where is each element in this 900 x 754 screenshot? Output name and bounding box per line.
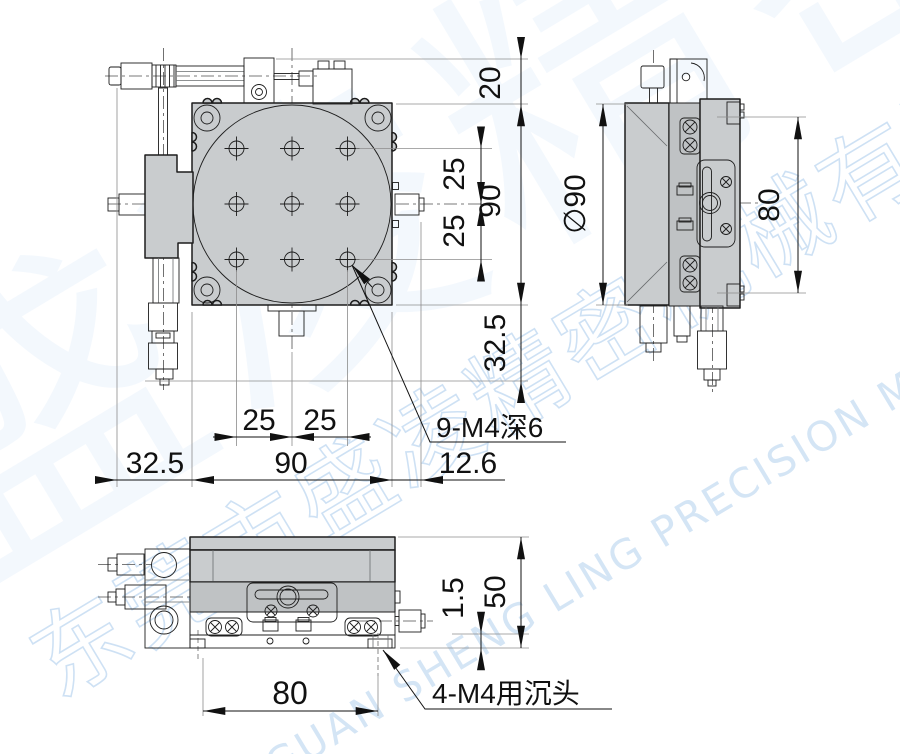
top-micrometer <box>108 57 353 156</box>
dim-12-6-label: 12.6 <box>439 447 497 480</box>
dim-chain-bottom: 32.5 90 12.6 <box>94 447 505 484</box>
dim-90-vertical-label: 90 <box>474 184 507 217</box>
dim-80-side-label: 80 <box>753 188 786 221</box>
dim-20-label: 20 <box>474 66 507 99</box>
front-right-knob <box>394 609 426 633</box>
dim-25-row-lower-label: 25 <box>438 214 471 247</box>
tapped-holes-grid <box>224 136 360 272</box>
left-knob <box>107 193 146 216</box>
dim-25-row-upper-label: 25 <box>438 157 471 190</box>
side-main-column <box>699 98 741 309</box>
front-corner-notches <box>189 635 393 649</box>
side-edge-brackets <box>726 101 745 307</box>
side-top-knob <box>640 65 665 104</box>
stage-body <box>191 97 398 306</box>
dim-mount-span: 80 <box>717 116 806 294</box>
left-micrometer <box>148 257 180 386</box>
side-mid-column <box>668 102 701 307</box>
note-4-m4-label: 4-M4用沉头 <box>432 678 580 709</box>
dim-platform-diameter: ∅90 <box>559 103 628 306</box>
side-platform-slab <box>624 102 670 306</box>
dim-32-5-bottom-label: 32.5 <box>126 447 184 480</box>
hole-row-bottom <box>224 247 360 272</box>
front-clamp-bolts <box>262 617 312 645</box>
dim-dia-90-label: ∅90 <box>559 174 592 234</box>
dim-80-front-label: 80 <box>272 675 308 711</box>
side-screws-bottom <box>679 255 701 293</box>
note-counterbore: 4-M4用沉头 <box>382 649 612 710</box>
hole-row-top <box>224 136 360 161</box>
dim-50-label: 50 <box>479 575 512 608</box>
dim-chain-hole-rows: 25 25 <box>438 126 485 282</box>
dim-front-1-5: 1.5 <box>400 577 529 671</box>
side-view: ∅90 80 <box>559 50 806 392</box>
top-view: 20 90 32.5 25 25 25 25 <box>94 37 566 487</box>
side-screws-top <box>679 117 701 155</box>
front-left-knob <box>107 553 145 576</box>
side-slot-plate <box>696 159 736 248</box>
micrometer-clamp <box>243 57 275 104</box>
side-clamp-bolts <box>676 182 694 231</box>
bottom-knob <box>267 304 317 337</box>
front-knurled-micrometer <box>107 584 167 610</box>
hole-row-middle <box>224 192 360 216</box>
side-upper-bracket <box>669 58 708 104</box>
dim-chain-hole-cols: 25 25 <box>213 404 371 441</box>
front-left-bracket <box>144 548 191 649</box>
dim-25-col-left-label: 25 <box>242 404 275 437</box>
right-knob <box>392 182 425 228</box>
scallops-right <box>391 131 398 282</box>
dim-front-50: 50 <box>398 536 529 648</box>
side-bottom-micrometers <box>639 305 727 387</box>
top-view-extension-lines <box>116 58 528 487</box>
watermark-ghost-text: 盛凌精密 <box>0 0 900 641</box>
dim-32-5-right-label: 32.5 <box>479 314 512 372</box>
corner-screws <box>193 104 392 304</box>
scallops-left <box>191 131 198 282</box>
anvil-block <box>312 68 353 105</box>
front-slot-plate <box>246 582 338 623</box>
dim-90-bottom-label: 90 <box>274 447 307 480</box>
note-9-m4-label: 9-M4深6 <box>436 412 543 443</box>
note-tapped-holes: 9-M4深6 <box>351 264 566 443</box>
dim-front-80: 80 <box>202 658 379 716</box>
dim-25-col-right-label: 25 <box>303 404 336 437</box>
front-base-screws <box>205 617 382 637</box>
front-view: 80 1.5 50 4-M4用沉头 <box>98 536 612 716</box>
scallops-bottom <box>202 299 370 306</box>
dim-1-5-label: 1.5 <box>437 577 470 619</box>
